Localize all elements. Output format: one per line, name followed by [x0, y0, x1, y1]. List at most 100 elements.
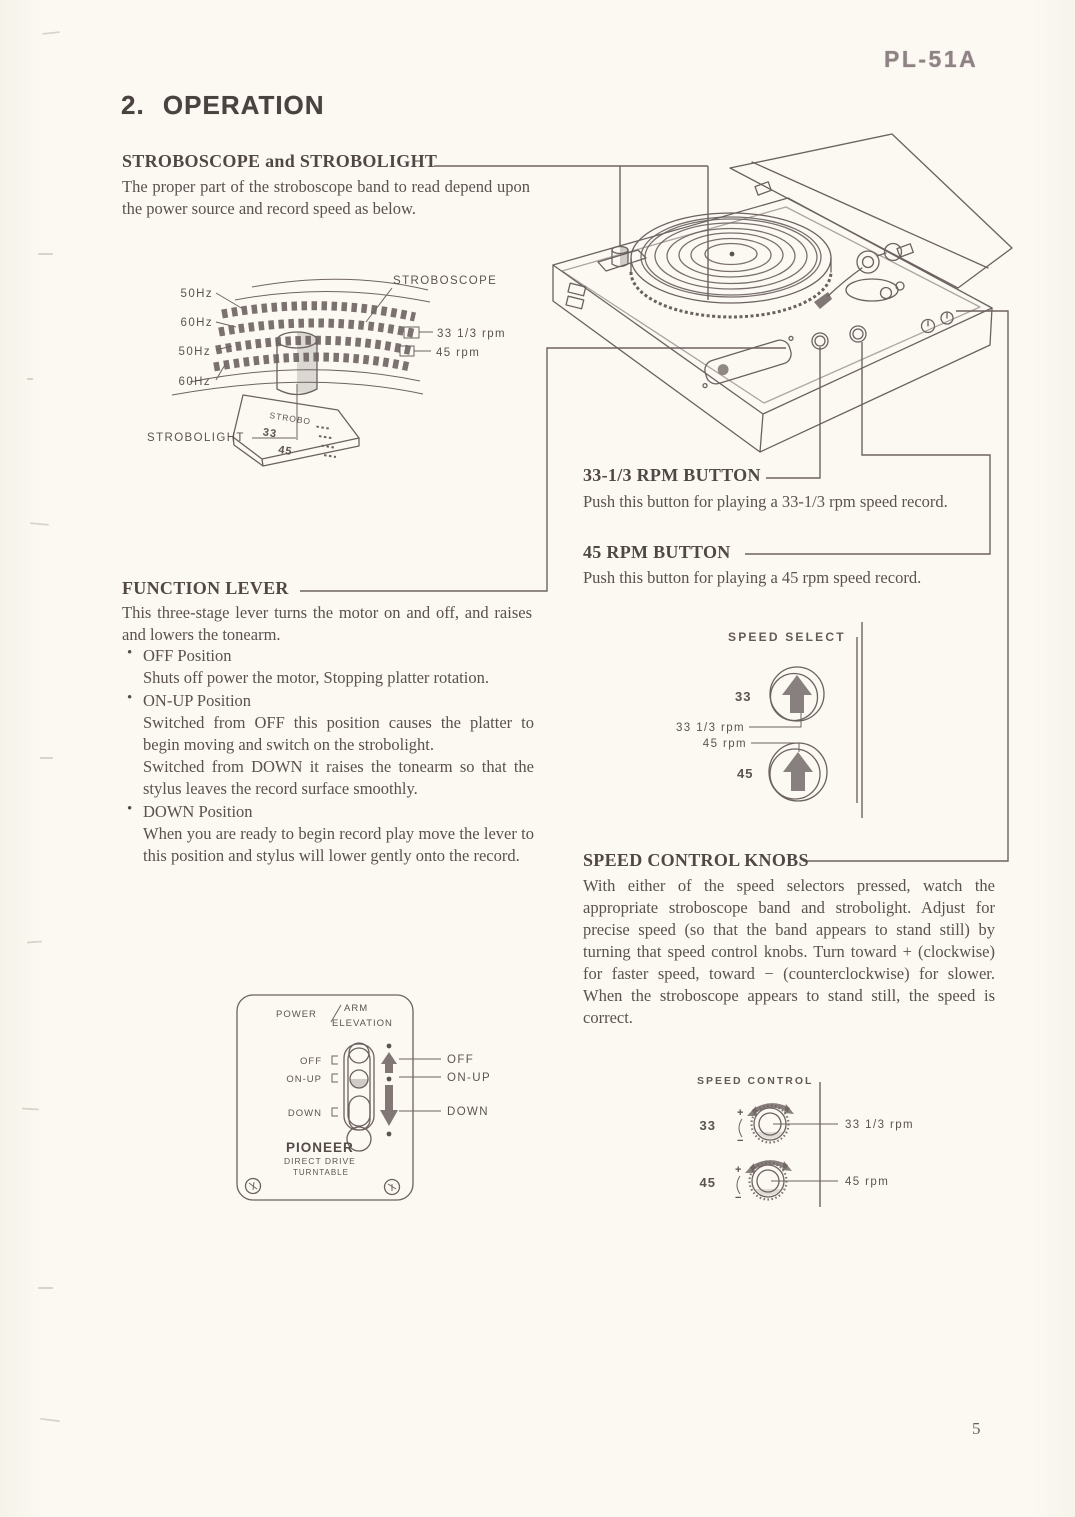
section-body-rpm33: Push this button for playing a 33-1/3 rp… — [583, 492, 948, 511]
bullet-icon: • — [127, 801, 133, 817]
plinth — [552, 197, 993, 453]
speed-control-title: SPEED CONTROL — [697, 1075, 813, 1087]
plus-sign: + — [735, 1164, 742, 1176]
brand-model-logo: PL-51A — [884, 46, 979, 72]
lamp-base-strobo-text: STROBO — [269, 410, 312, 426]
platter-edge-arcs — [171, 278, 431, 396]
bullet-icon: • — [127, 645, 133, 661]
strobolight-base-plate: STROBO 33 45 — [232, 394, 360, 467]
panel-onup-label: ON-UP — [286, 1074, 322, 1085]
stroboscope-label: STROBOSCOPE — [393, 275, 497, 287]
up-arrow-icon — [782, 675, 812, 713]
stroboscope-detail-diagram: 50Hz 60Hz 50Hz 60Hz STROBOSCOPE 33 1/3 r… — [147, 275, 506, 467]
panel-screws — [244, 1177, 401, 1196]
rpm33-leader — [749, 713, 802, 728]
page-number: 5 — [972, 1419, 981, 1438]
list-item: • OFF Position Shuts off power the motor… — [122, 645, 534, 689]
speed-control-knobs-on-deck — [920, 311, 954, 334]
freq-label-50hz-2: 50Hz — [179, 346, 211, 358]
freq-label-60hz-1: 60Hz — [181, 317, 213, 329]
up-arrow-icon — [783, 752, 813, 791]
strobolight-lamp — [276, 331, 318, 440]
section-body-rpm45: Push this button for playing a 45 rpm sp… — [583, 568, 922, 587]
panel-position-labels: OFF ON-UP DOWN — [286, 1055, 338, 1119]
bullet-body: When you are ready to begin record play … — [143, 824, 534, 865]
panel-off-label: OFF — [300, 1056, 322, 1067]
rpm-callouts — [399, 326, 433, 357]
freq-label-50hz-1: 50Hz — [181, 288, 213, 300]
rpm33-band-label: 33 1/3 rpm — [437, 328, 506, 340]
section-heading-rpm33: 33-1/3 RPM BUTTON — [583, 465, 761, 485]
pioneer-logo-text: PIONEER — [286, 1140, 354, 1155]
speed-select-button-45 — [768, 742, 828, 802]
callout-lines — [399, 1058, 441, 1112]
section-intro-function-lever: This three-stage lever turns the motor o… — [122, 603, 532, 644]
down-arrow-icon — [380, 1085, 398, 1126]
minus-sign: − — [737, 1135, 744, 1147]
function-lever-panel-diagram: POWER ARM ELEVATION OFF ON-UP DOWN OFF O… — [236, 994, 491, 1201]
speed-control-knob-33: 33 + − — [700, 1103, 838, 1147]
section-body-speed-control-knobs: With either of the speed selectors press… — [583, 876, 995, 1027]
stroboscope-label-leader — [365, 287, 393, 323]
freq-label-60hz-2: 60Hz — [179, 376, 211, 388]
platter — [629, 212, 833, 319]
speed-select-33-label: 33 — [735, 689, 751, 704]
bullet-icon: • — [127, 690, 133, 706]
power-label: POWER — [276, 1009, 317, 1020]
speed-select-diagram: SPEED SELECT 33 45 33 1/3 rpm 45 rpm — [676, 622, 863, 818]
frequency-leader-lines — [215, 292, 244, 381]
list-item: • ON-UP Position Switched from OFF this … — [122, 690, 534, 800]
leader-stroboscope — [434, 165, 709, 300]
panel-title: POWER ARM ELEVATION — [276, 1003, 393, 1029]
bullet-title: DOWN Position — [143, 802, 253, 821]
headshell — [814, 292, 832, 309]
section-heading-speed-control-knobs: SPEED CONTROL KNOBS — [583, 850, 809, 870]
turntable-text: TURNTABLE — [293, 1168, 349, 1177]
speed-control-knob-45: 45 + − — [700, 1160, 838, 1204]
strobolight-label: STROBOLIGHT — [147, 432, 245, 444]
page-title: 2. OPERATION — [121, 90, 325, 120]
leader-speed-control-knobs — [803, 310, 1009, 862]
minus-sign: − — [735, 1192, 742, 1204]
bullet-body: Switched from OFF this position causes t… — [143, 713, 534, 754]
callout-onup-label: ON-UP — [447, 1072, 491, 1084]
bullet-body: Shuts off power the motor, Stopping plat… — [143, 668, 489, 687]
leader-rpm33 — [766, 347, 821, 479]
section-heading-function-lever: FUNCTION LEVER — [122, 578, 289, 598]
list-item: • DOWN Position When you are ready to be… — [122, 801, 534, 867]
lamp-base-45-text: 45 — [277, 444, 293, 458]
turntable-overview-diagram — [552, 133, 1013, 453]
function-lever-bullet-list: • OFF Position Shuts off power the motor… — [122, 645, 534, 868]
spindle — [729, 251, 735, 257]
function-lever-on-deck — [702, 335, 794, 389]
speed-select-title: SPEED SELECT — [728, 630, 846, 644]
speed-select-buttons-on-deck — [811, 325, 867, 350]
callout-down-label: DOWN — [447, 1106, 489, 1118]
speed-control-diagram: SPEED CONTROL 33 + − 33 1/3 rpm 45 + − 4… — [697, 1075, 913, 1207]
bullet-title: OFF Position — [143, 646, 232, 665]
rpm45-band-label: 45 rpm — [436, 347, 480, 359]
arm-label: ARM — [344, 1003, 368, 1014]
tonearm-assembly — [814, 242, 905, 309]
section-body-stroboscope: The proper part of the stroboscope band … — [122, 177, 530, 218]
lamp-base-33-text: 33 — [262, 426, 278, 440]
knob-45-label: 45 — [700, 1175, 716, 1190]
scan-mark — [38, 1287, 53, 1289]
section-heading-stroboscope: STROBOSCOPE and STROBOLIGHT — [122, 151, 438, 171]
leader-rpm45 — [745, 342, 991, 555]
elevation-label: ELEVATION — [332, 1018, 393, 1029]
direct-drive-text: DIRECT DRIVE — [284, 1156, 356, 1166]
panel-outline — [236, 994, 414, 1201]
speed-select-45-label: 45 — [737, 766, 753, 781]
speed-select-button-33 — [769, 666, 825, 722]
plus-sign: + — [737, 1107, 744, 1119]
knob-33-label: 33 — [700, 1118, 716, 1133]
section-heading-rpm45: 45 RPM BUTTON — [583, 542, 731, 562]
speed-select-rpm33-label: 33 1/3 rpm — [676, 722, 745, 734]
up-arrow-icon — [381, 1052, 397, 1073]
speed-control-rpm45-label: 45 rpm — [845, 1176, 889, 1188]
panel-down-label: DOWN — [288, 1108, 322, 1119]
leader-function-lever — [300, 347, 786, 592]
strobolight-on-deck — [597, 245, 647, 272]
